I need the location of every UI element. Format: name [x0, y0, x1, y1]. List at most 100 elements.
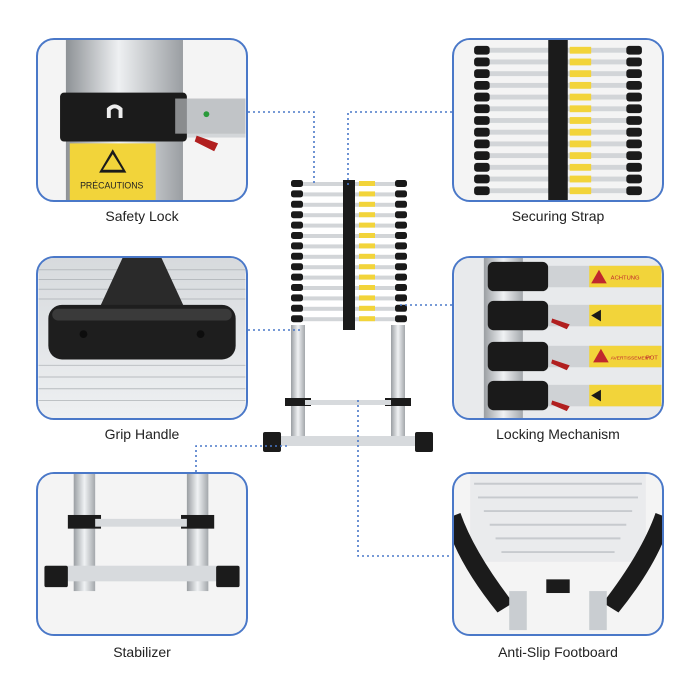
ladder-sticker	[359, 295, 375, 301]
ladder-rung-cap	[395, 273, 407, 281]
ladder-rung-cap	[395, 200, 407, 208]
ladder-sticker	[359, 191, 375, 197]
stabilizer-image	[38, 474, 246, 634]
anti-slip-footboard-panel	[452, 472, 664, 636]
strap-panel-sticker	[569, 70, 592, 78]
strap-panel-rung-cap	[474, 116, 490, 125]
strap-panel-rung-cap	[626, 92, 642, 102]
strap-panel-sticker	[569, 81, 592, 89]
ladder-rung-cap	[395, 304, 407, 312]
ladder-sticker	[359, 181, 375, 186]
ladder-rung-cap	[395, 315, 407, 323]
ladder-rung-cap	[291, 232, 303, 239]
ladder-sticker	[359, 233, 375, 238]
strap-panel-rung-cap	[474, 162, 490, 172]
ladder-rung-cap	[395, 232, 407, 239]
locking-mechanism-panel: ACHTUNG AVERTISSEMENT POT	[452, 256, 664, 420]
safety-lock-label: Safety Lock	[105, 208, 179, 224]
ladder-rung-cap	[291, 315, 303, 323]
safety-lock-sticker-text: PRÉCAUTIONS	[80, 180, 143, 190]
ladder-rung-cap	[291, 242, 303, 250]
ladder-image	[263, 180, 433, 452]
strap-panel-rung-cap	[474, 174, 490, 184]
strap-panel-sticker	[569, 152, 592, 160]
ladder-rung-cap	[291, 294, 303, 302]
strap-panel-rung-cap	[474, 45, 490, 55]
grip-handle-label: Grip Handle	[104, 426, 180, 442]
ladder-rung-cap	[291, 273, 303, 281]
securing-strap-panel	[452, 38, 664, 202]
ladder-rung-cap	[395, 211, 407, 219]
strap-panel-sticker	[569, 128, 592, 136]
strap-panel-rung-cap	[626, 104, 642, 114]
ladder-rung-cap	[395, 284, 407, 291]
ladder-rung-cap	[291, 221, 303, 229]
sticker-achtung: ACHTUNG	[611, 275, 640, 281]
ladder-rung-cap	[395, 252, 407, 260]
strap-panel-rung-cap	[474, 104, 490, 114]
sticker-avertissement: AVERTISSEMENT	[611, 355, 652, 361]
strap-panel-rung-cap	[474, 127, 490, 137]
ladder-rung-cap	[395, 242, 407, 250]
strap-panel-rung-cap	[626, 151, 642, 160]
strap-panel-rung-cap	[474, 186, 490, 196]
strap-panel-rung-cap	[474, 69, 490, 79]
ladder-sticker	[359, 264, 375, 270]
securing-strap-label: Securing Strap	[511, 208, 605, 224]
strap-panel-rung-cap	[626, 69, 642, 79]
sticker-pot: POT	[646, 355, 658, 361]
strap-panel-rung-cap	[626, 80, 642, 90]
ladder-rung-cap	[395, 221, 407, 229]
ladder-sticker	[359, 274, 375, 280]
ladder-rung-cap	[291, 304, 303, 312]
ladder-sticker	[359, 222, 375, 228]
strap-panel-sticker	[569, 140, 592, 148]
strap-panel-rung-cap	[626, 57, 642, 67]
strap	[343, 180, 355, 330]
strap-panel-rung-cap	[474, 80, 490, 90]
stabilizer-panel	[36, 472, 248, 636]
strap-panel-rung-cap	[626, 116, 642, 125]
anti-slip-footboard-image	[454, 474, 662, 634]
strap-panel-sticker	[569, 46, 592, 54]
safety-lock-image: PRÉCAUTIONS	[60, 40, 246, 200]
safety-lock-panel: PRÉCAUTIONS	[36, 38, 248, 202]
locking-mechanism-label: Locking Mechanism	[496, 426, 620, 442]
ladder-rung-cap	[291, 190, 303, 198]
ladder-rung-cap	[291, 284, 303, 291]
ladder-sticker	[359, 243, 375, 249]
securing-strap-image	[454, 40, 662, 200]
ladder-rung-cap	[291, 211, 303, 219]
ladder-rung-cap	[291, 263, 303, 271]
grip-handle-panel	[36, 256, 248, 420]
locking-mechanism-image: ACHTUNG AVERTISSEMENT POT	[454, 258, 662, 418]
strap-panel-rung-cap	[626, 174, 642, 184]
ladder-rung-cap	[291, 200, 303, 208]
ladder-sticker	[359, 316, 375, 322]
anti-slip-footboard-label: Anti-Slip Footboard	[498, 644, 618, 660]
ladder-sticker	[359, 212, 375, 218]
strap-panel-sticker	[569, 187, 592, 195]
ladder-rung-cap	[395, 190, 407, 198]
strap-panel-sticker	[569, 175, 592, 183]
strap-panel-rung-cap	[474, 57, 490, 67]
strap-panel-sticker	[569, 163, 592, 171]
strap-panel-rung-cap	[474, 139, 490, 149]
strap-panel-rung-cap	[626, 162, 642, 172]
grip-handle-image	[38, 258, 246, 418]
strap-panel-sticker	[569, 93, 592, 101]
strap-panel-rung-cap	[474, 92, 490, 102]
ladder-sticker	[359, 305, 375, 311]
strap-panel-sticker	[569, 105, 592, 113]
ladder-rung-cap	[395, 263, 407, 271]
ladder-sticker	[359, 253, 375, 259]
ladder-rung-cap	[291, 252, 303, 260]
strap-panel-sticker	[569, 117, 592, 124]
strap-panel-rung-cap	[626, 139, 642, 149]
strap-panel-sticker	[569, 58, 592, 66]
ladder-sticker	[359, 285, 375, 290]
stabilizer-label: Stabilizer	[113, 644, 171, 660]
strap-panel-rung-cap	[626, 127, 642, 137]
strap-panel-rung-cap	[474, 151, 490, 160]
center-ladder	[255, 170, 450, 460]
